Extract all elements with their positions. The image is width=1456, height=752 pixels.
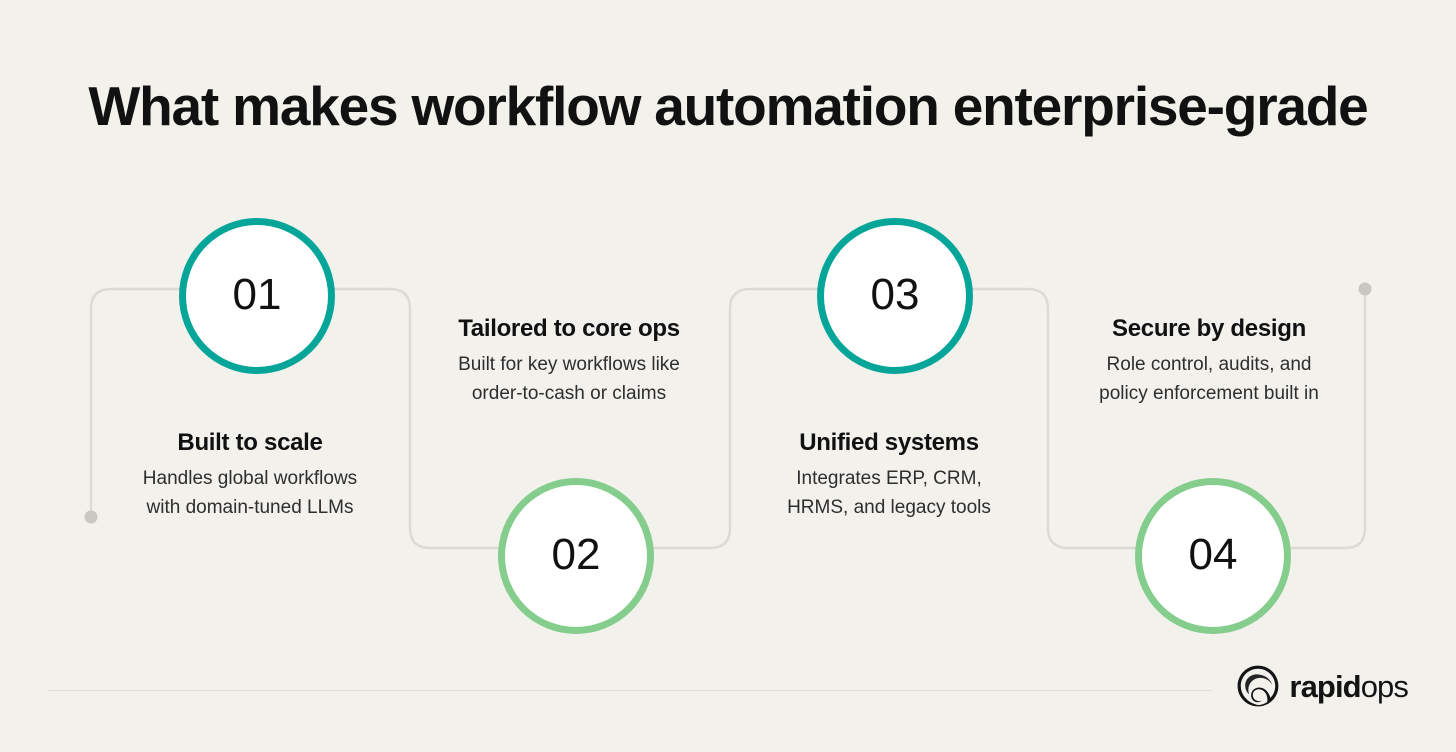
step-circle-03[interactable]: 03 [817, 218, 973, 374]
step-description-02: Built for key workflows like order-to-ca… [404, 351, 734, 408]
step-circle-04[interactable]: 04 [1135, 478, 1291, 634]
step-circle-01[interactable]: 01 [179, 218, 335, 374]
logo-text-light: ops [1360, 668, 1409, 704]
step-description-03-line-2: HRMS, and legacy tools [787, 496, 991, 518]
step-description-01-line-1: Handles global workflows [142, 468, 358, 489]
page-title: What makes workflow automation enterpris… [88, 75, 1368, 137]
rapidops-wordmark: rapidops [1289, 671, 1408, 702]
step-description-04-line-2: policy enforcement built in [1099, 382, 1319, 404]
step-text-04: Secure by design Role control, audits, a… [1044, 314, 1374, 408]
step-description-04: Role control, audits, and policy enforce… [1044, 351, 1374, 408]
step-text-03: Unified systems Integrates ERP, CRM, HRM… [724, 428, 1054, 522]
step-description-01: Handles global workflows with domain-tun… [85, 465, 415, 522]
footer-divider [48, 690, 1212, 691]
step-title-04: Secure by design [1112, 315, 1306, 342]
rapidops-spiral-icon [1238, 665, 1279, 707]
step-number-03: 03 [870, 270, 920, 319]
step-description-01-line-2: with domain-tuned LLMs [146, 496, 354, 518]
logo-text-bold: rapid [1289, 668, 1361, 704]
step-title-01: Built to scale [177, 429, 323, 456]
rapidops-logo[interactable]: rapidops [1236, 664, 1409, 708]
step-text-02: Tailored to core ops Built for key workf… [404, 314, 734, 408]
step-description-02-line-1: Built for key workflows like [458, 354, 680, 375]
step-number-04: 04 [1188, 530, 1238, 579]
step-description-03-line-1: Integrates ERP, CRM, [796, 468, 982, 489]
step-circle-02[interactable]: 02 [498, 478, 654, 634]
step-title-03: Unified systems [799, 429, 979, 456]
step-description-02-line-2: order-to-cash or claims [471, 382, 667, 404]
step-number-02: 02 [551, 530, 601, 579]
step-title-02: Tailored to core ops [458, 315, 680, 342]
connector-end-dot [1358, 282, 1372, 296]
step-description-04-line-1: Role control, audits, and [1106, 354, 1312, 375]
step-text-01: Built to scale Handles global workflows … [85, 428, 415, 522]
step-number-01: 01 [232, 270, 282, 319]
step-description-03: Integrates ERP, CRM, HRMS, and legacy to… [724, 465, 1054, 522]
